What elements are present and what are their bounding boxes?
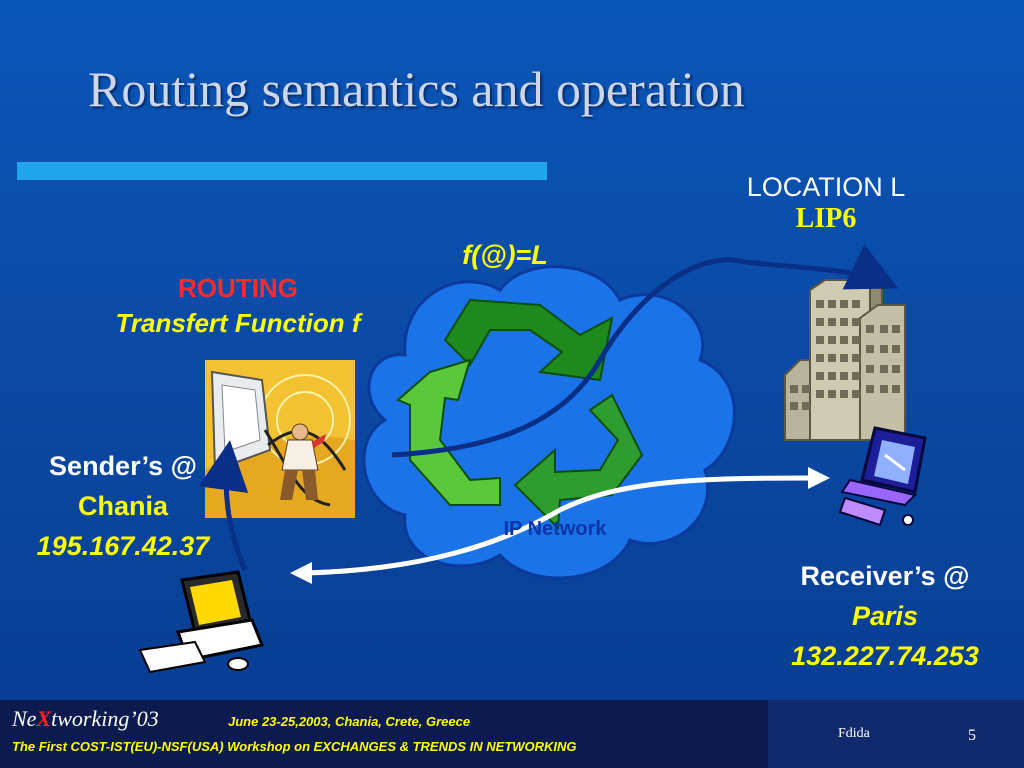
sender-city: Chania — [77, 491, 169, 521]
logo-x: X — [36, 706, 52, 731]
routing-label: ROUTING Transfert Function f — [60, 273, 416, 339]
receiver-computer-icon — [838, 426, 927, 527]
location-line2: LIP6 — [795, 203, 857, 234]
routing-subtitle: Transfert Function f — [115, 308, 361, 338]
receiver-line1: Receiver’s @ — [800, 561, 970, 591]
routing-function-clipart-icon — [205, 360, 355, 518]
logo-post: tworking’03 — [51, 706, 159, 731]
location-line1: LOCATION L — [746, 172, 906, 202]
office-building-icon — [784, 278, 906, 441]
routing-title: ROUTING — [178, 273, 298, 303]
delivery-arrow-white — [304, 475, 816, 576]
location-label: LOCATION L LIP6 — [706, 172, 946, 235]
function-label: f(@)=L — [462, 240, 548, 270]
footer-workshop: The First COST-IST(EU)-NSF(USA) Workshop… — [12, 739, 577, 754]
slide-title: Routing semantics and operation — [88, 61, 745, 117]
sender-line1: Sender’s @ — [49, 451, 197, 481]
receiver-label: Receiver’s @ Paris 132.227.74.253 — [760, 556, 1010, 676]
diagram-canvas — [138, 244, 927, 674]
delivery-arrowhead-right — [808, 467, 830, 489]
sender-label: Sender’s @ Chania 195.167.42.37 — [8, 446, 238, 566]
footer-date-place: June 23-25,2003, Chania, Crete, Greece — [228, 714, 471, 729]
page-number: 5 — [968, 727, 976, 744]
ip-network-label: IP Network — [503, 518, 607, 540]
logo-pre: Ne — [12, 706, 37, 731]
delivery-arrowhead-left — [290, 562, 312, 584]
sender-uplink-arrow — [198, 440, 249, 571]
receiver-city: Paris — [851, 601, 919, 631]
receiver-ip: 132.227.74.253 — [791, 641, 979, 671]
footer-author: Fdida — [838, 726, 870, 741]
networking-logo: NeXtworking’03 — [12, 706, 159, 732]
title-underline-bar — [17, 162, 547, 180]
footer-right-panel — [768, 700, 1024, 768]
sender-computer-icon — [138, 570, 265, 674]
sender-ip: 195.167.42.37 — [36, 531, 210, 561]
routing-curve-arrow — [391, 244, 899, 458]
